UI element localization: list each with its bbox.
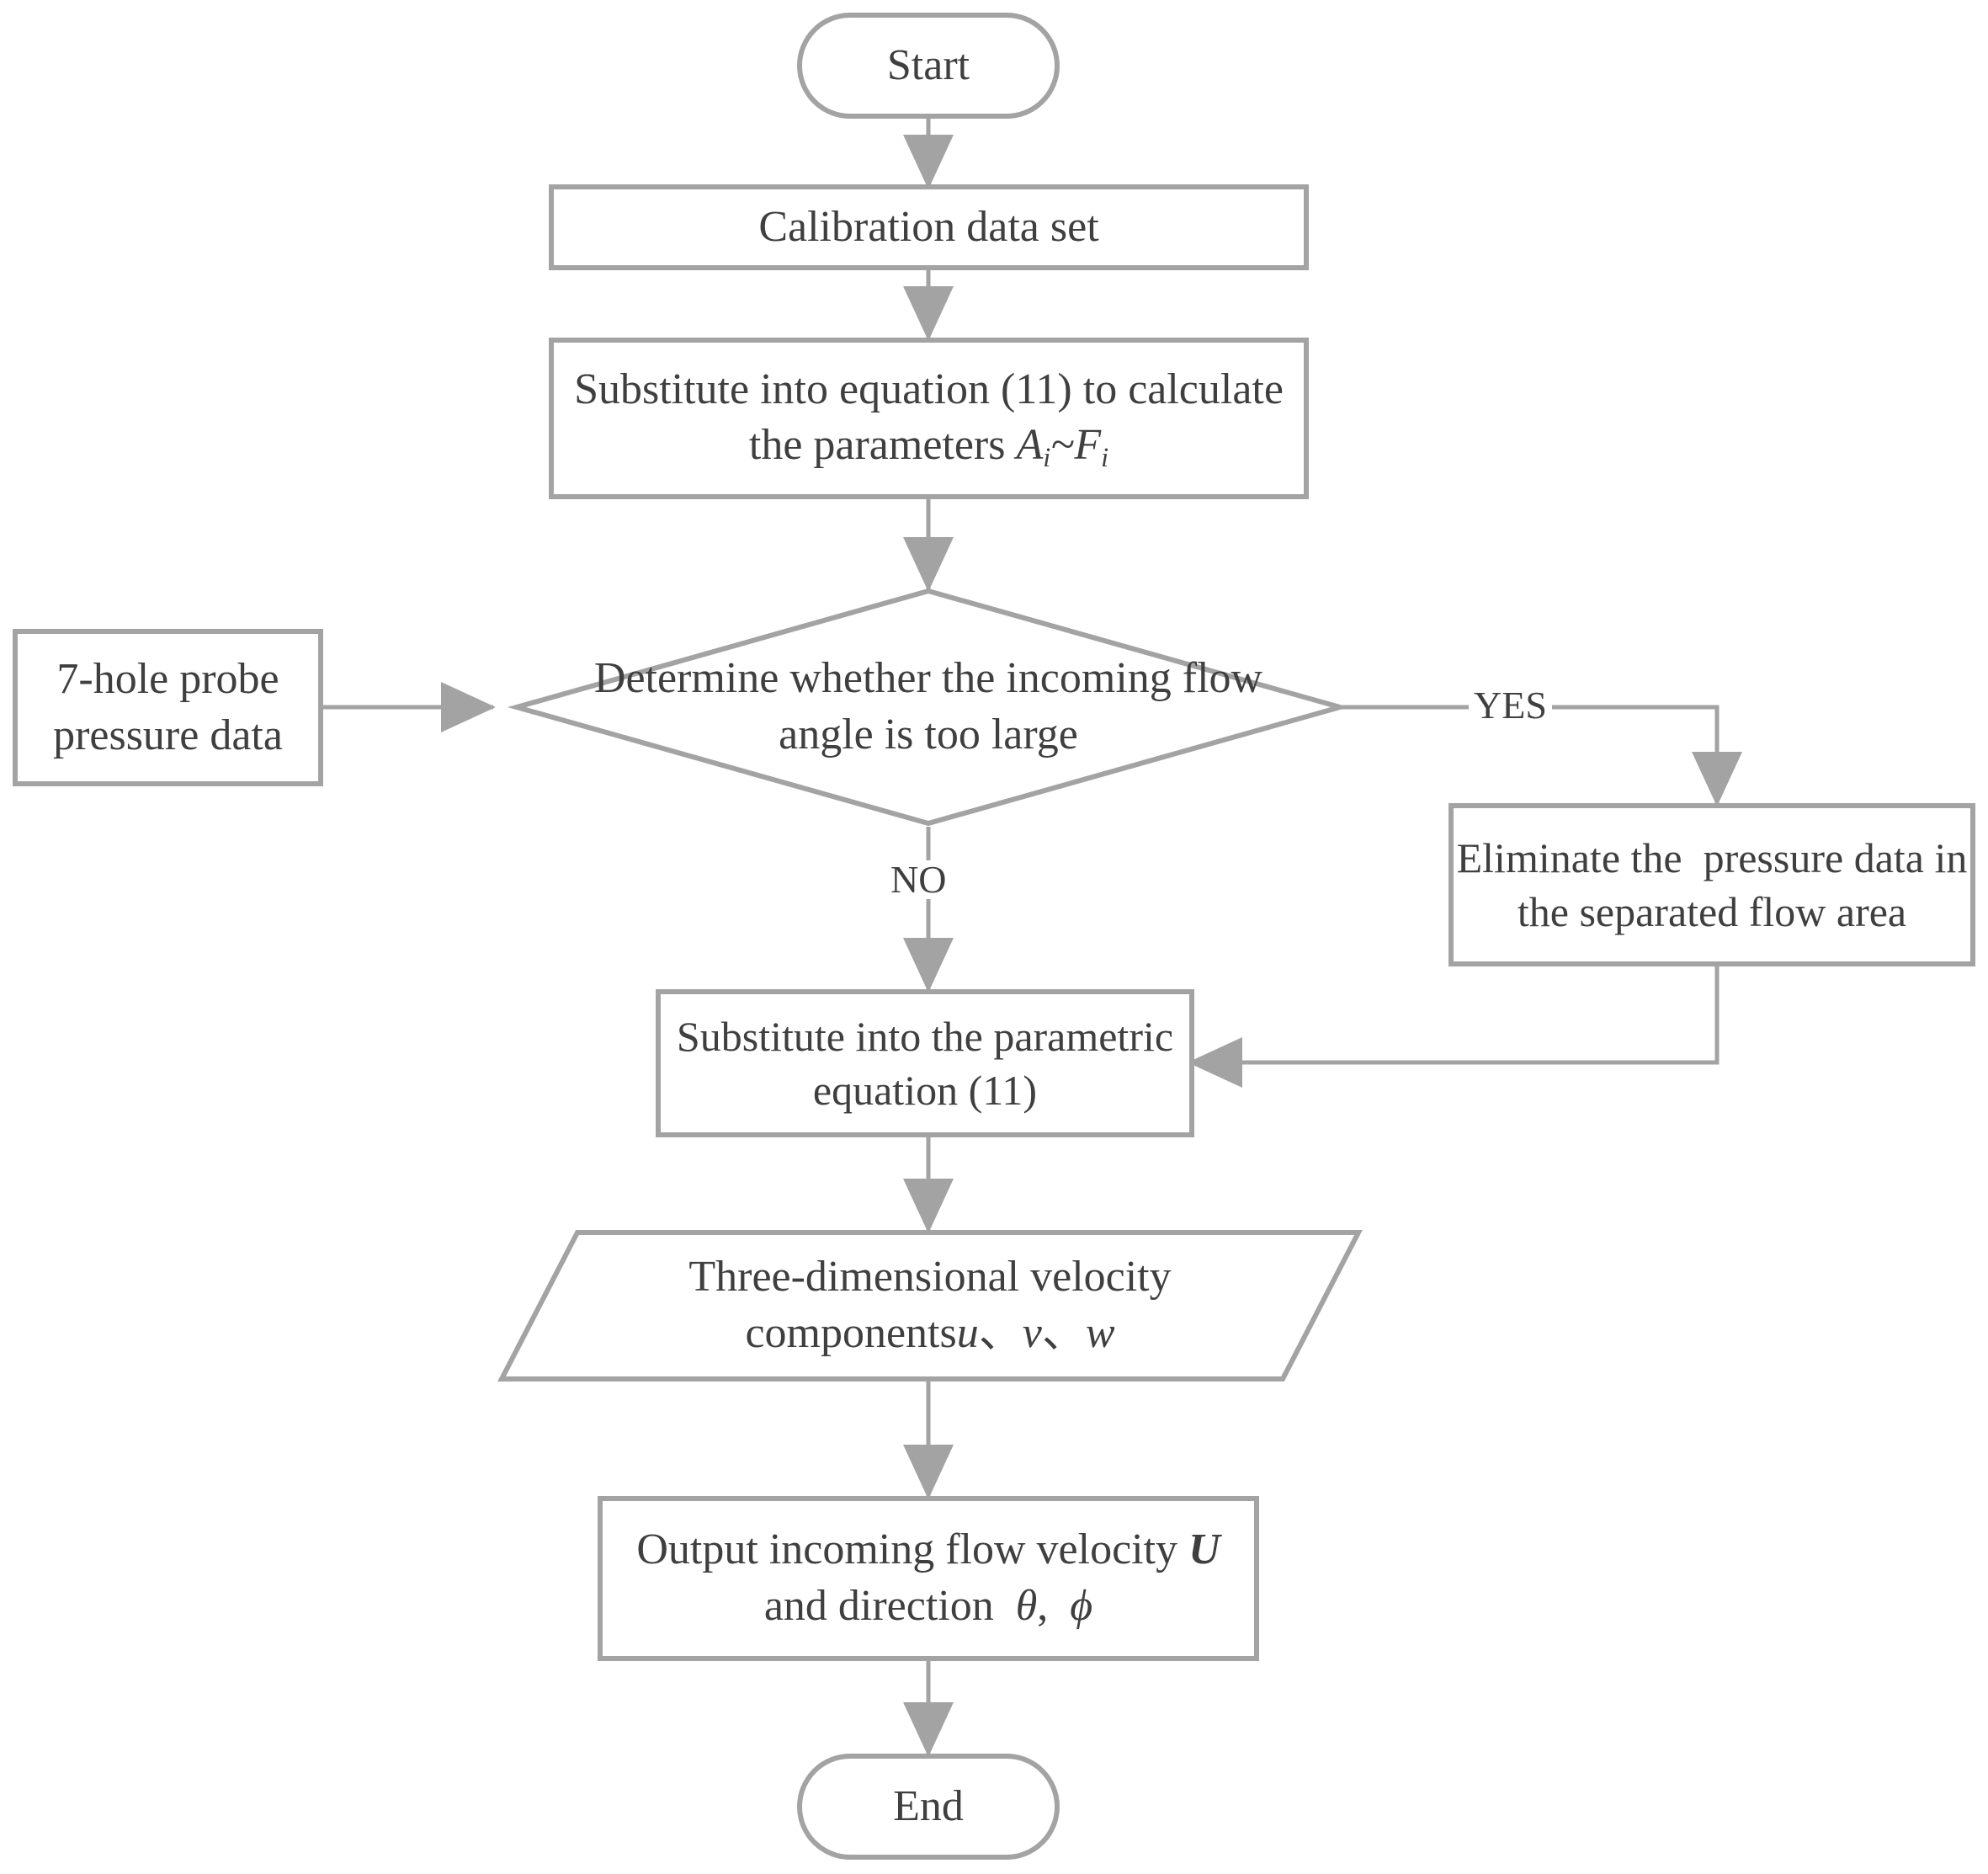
output-shape: [598, 1496, 1259, 1661]
end-shape: [797, 1754, 1060, 1860]
calibration-shape: [549, 184, 1309, 270]
velocity-components-shape: [497, 1230, 1363, 1382]
substitute-eq11-shape: [549, 338, 1309, 499]
start-shape: [797, 13, 1060, 119]
connector-decision-yes-to-eliminate: [1342, 705, 1742, 807]
eliminate-shape: [1448, 803, 1975, 966]
edge-label-no: NO: [885, 860, 952, 899]
probe-data-shape: [13, 629, 323, 786]
connector-eliminate-to-parametric: [1187, 964, 1720, 1088]
connector-group: [322, 115, 1742, 1758]
parametric-eq11-shape: [656, 989, 1194, 1137]
edge-label-yes: YES: [1469, 686, 1552, 725]
decision-shape: [507, 588, 1350, 827]
